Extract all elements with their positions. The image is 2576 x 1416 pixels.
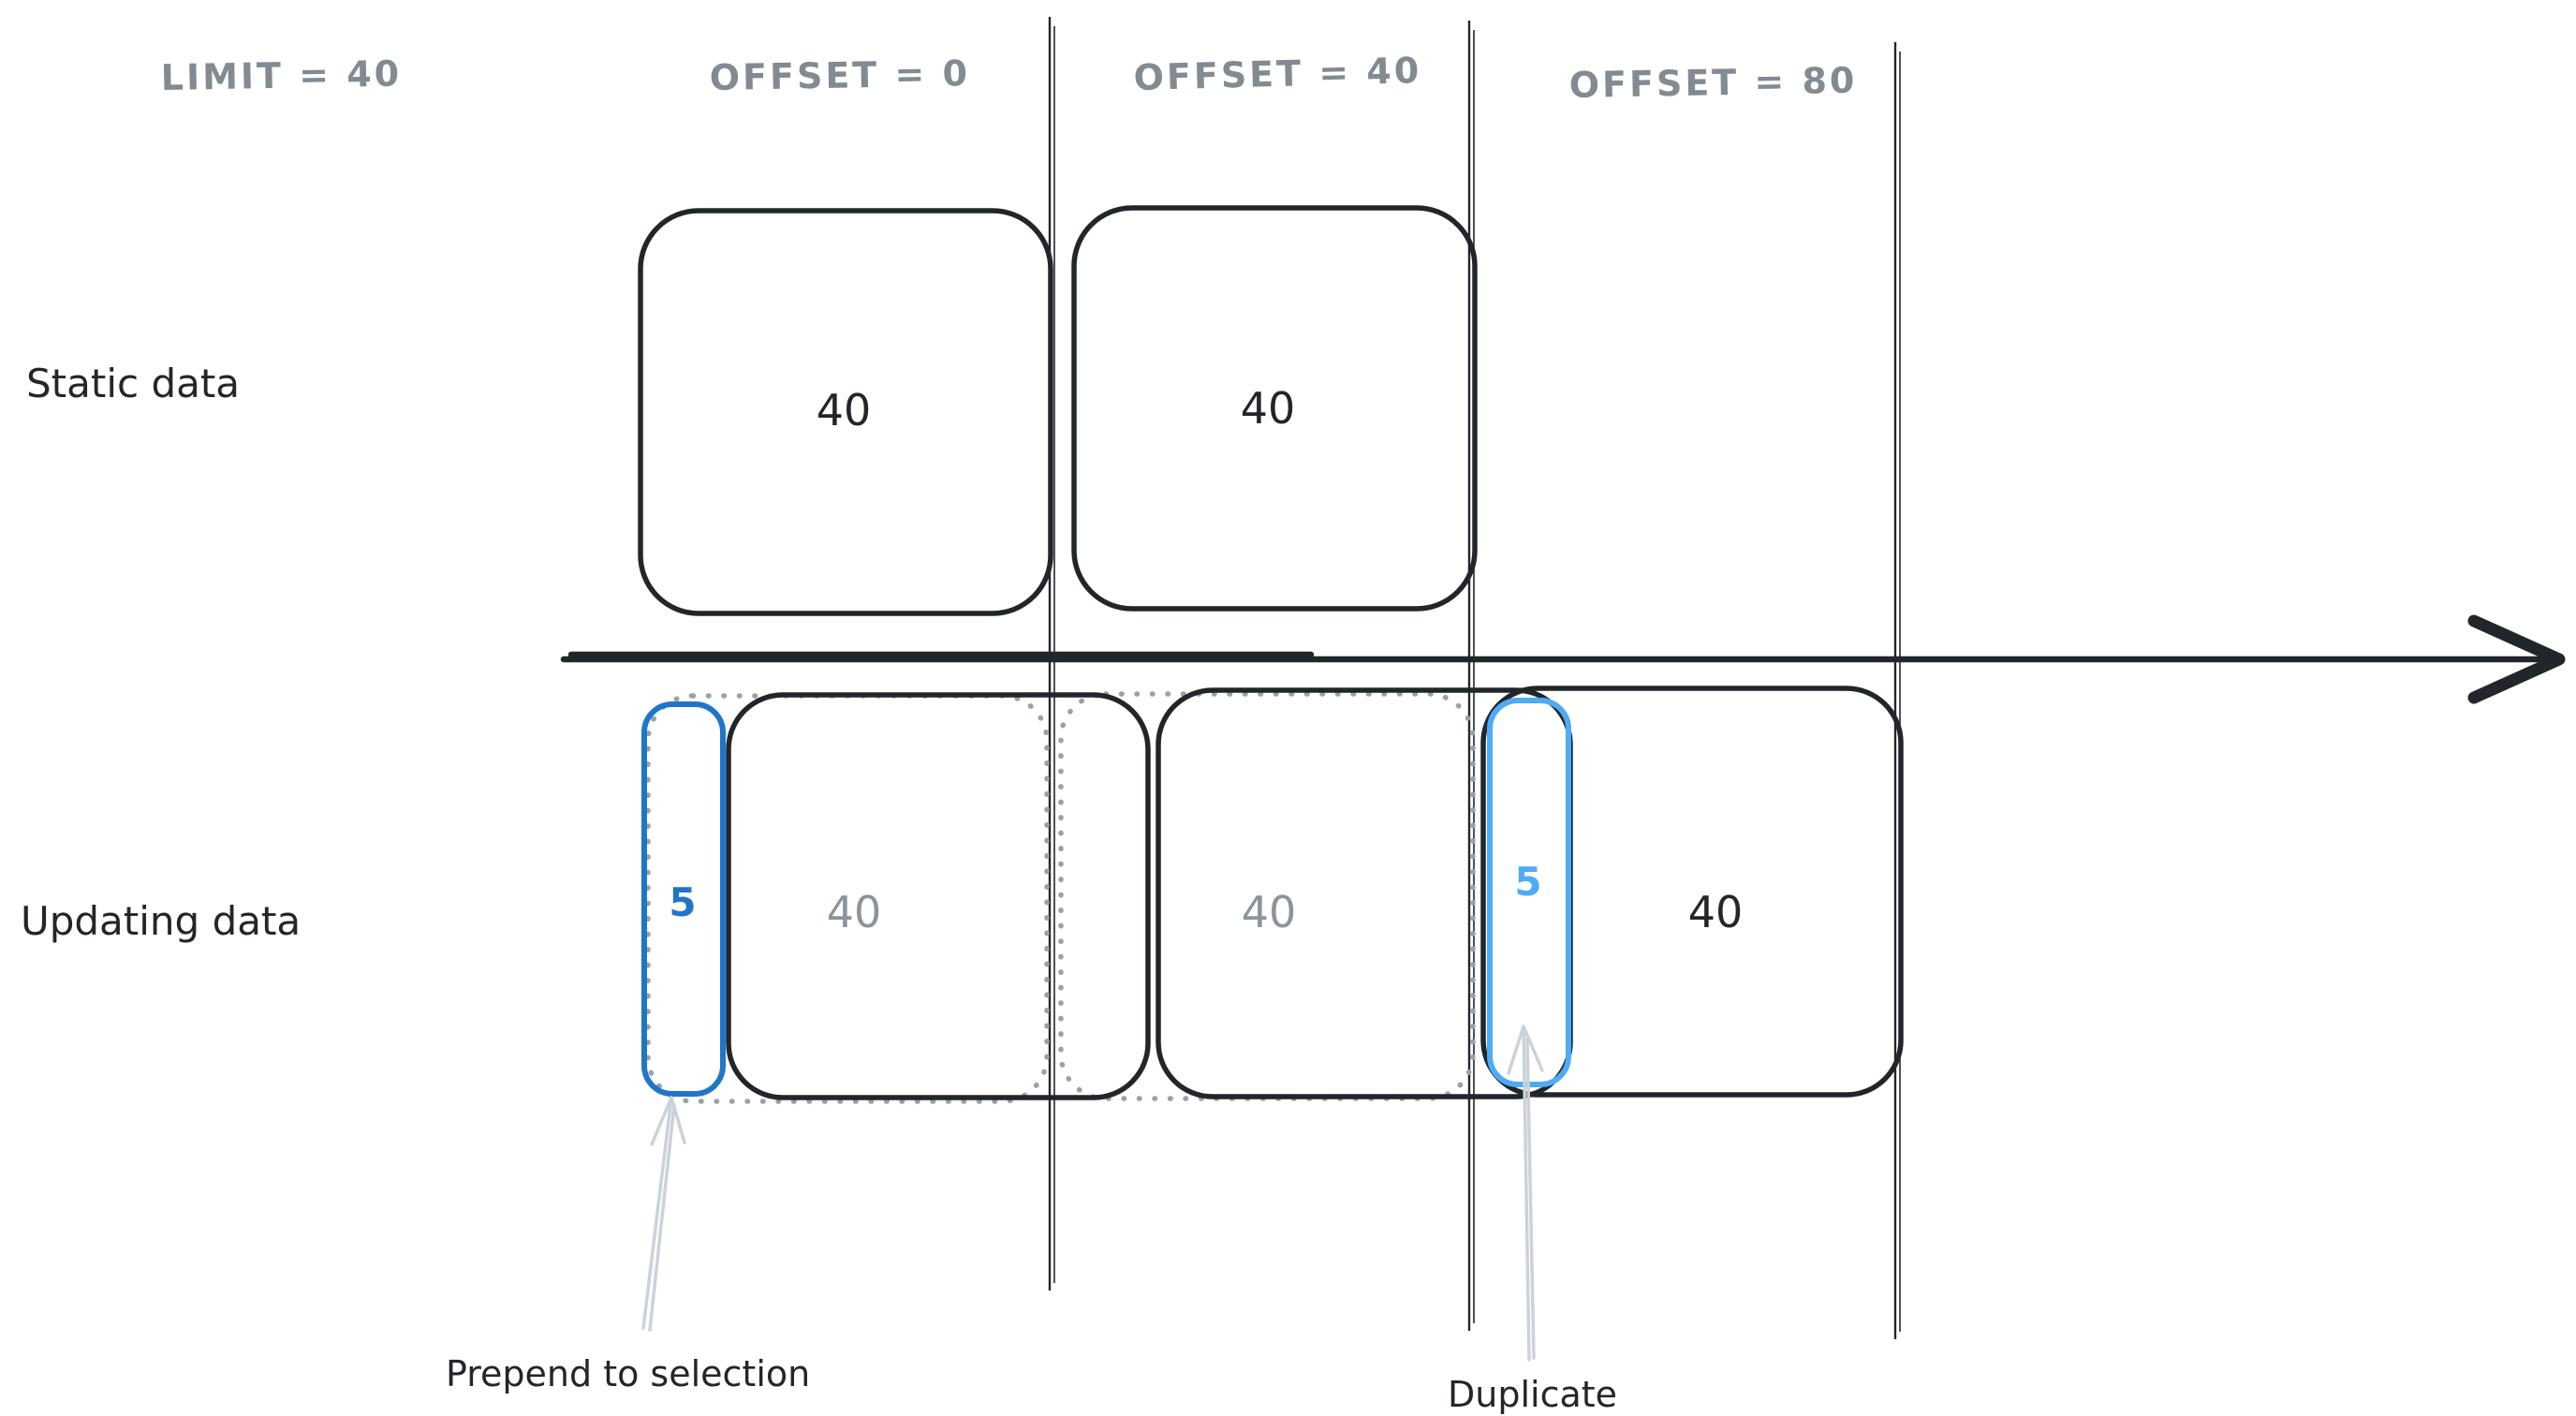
updating-page-2-box bbox=[1156, 687, 1573, 1099]
duplicate-annotation-label: Duplicate bbox=[1448, 1374, 1617, 1415]
column-separator-offset-80 bbox=[1467, 21, 1475, 1331]
prepend-annotation-label: Prepend to selection bbox=[446, 1353, 810, 1394]
updating-page-1-box bbox=[726, 692, 1151, 1100]
duplicate-annotation-arrow bbox=[1507, 1025, 1544, 1362]
prepended-items-box bbox=[641, 701, 726, 1097]
updating-page-2-count: 40 bbox=[1242, 887, 1297, 937]
updating-old-page-2-outline bbox=[1058, 691, 1476, 1101]
prepend-annotation-arrow bbox=[641, 1096, 686, 1332]
offset-0-header: OFFSET = 0 bbox=[709, 52, 970, 98]
static-page-1-box bbox=[638, 208, 1053, 616]
offset-80-header: OFFSET = 80 bbox=[1568, 60, 1857, 106]
static-page-2-count: 40 bbox=[1241, 383, 1296, 434]
static-row-label: Static data bbox=[26, 361, 240, 406]
static-page-2-box bbox=[1071, 205, 1478, 612]
column-separator-end bbox=[1893, 42, 1901, 1339]
duplicate-items-count: 5 bbox=[1514, 859, 1541, 905]
updating-row-label: Updating data bbox=[21, 898, 301, 944]
prepended-items-count: 5 bbox=[669, 879, 696, 925]
static-page-1-count: 40 bbox=[817, 385, 872, 435]
timeline-arrow bbox=[560, 614, 2566, 704]
updating-page-1-count: 40 bbox=[827, 887, 882, 937]
limit-header: LIMIT = 40 bbox=[160, 53, 402, 98]
offset-40-header: OFFSET = 40 bbox=[1133, 50, 1422, 98]
updating-page-3-box bbox=[1480, 686, 1904, 1098]
updating-page-3-count: 40 bbox=[1688, 887, 1744, 937]
